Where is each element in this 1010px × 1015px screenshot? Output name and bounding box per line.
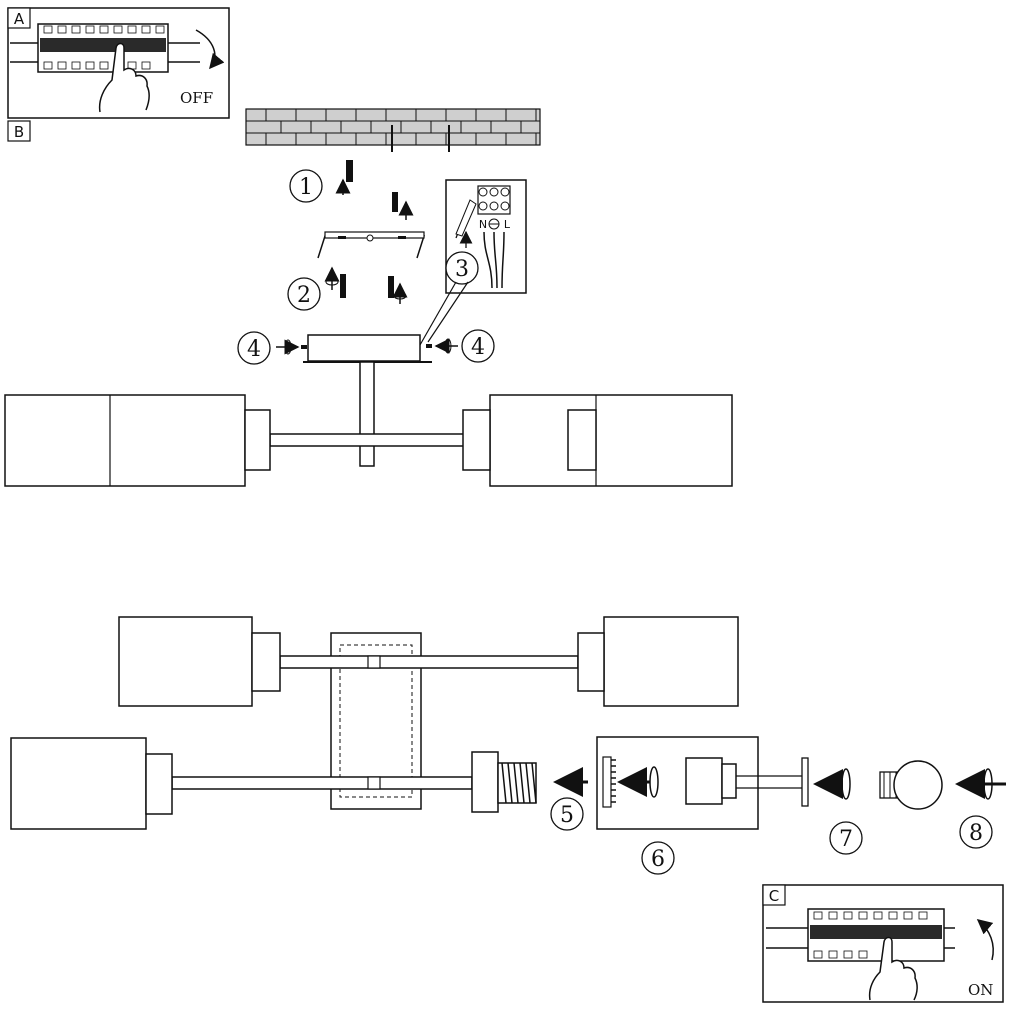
screwdriver-icon — [455, 199, 477, 237]
panel-a-breaker-off: A OFF — [7, 7, 230, 119]
fixture-side-view — [4, 361, 733, 487]
step-4-left-label: 4 — [247, 337, 261, 362]
hand-icon — [868, 936, 918, 1001]
rotate-down-arrow-icon — [195, 29, 225, 70]
panel-c-breaker-on: C ON — [762, 884, 1004, 1003]
panel-b-letter: B — [14, 123, 24, 141]
panel-a-letter: A — [14, 10, 25, 28]
side-screw-left — [301, 345, 307, 349]
rotate-up-arrow-icon — [976, 919, 994, 961]
step-6-label: 6 — [651, 847, 665, 872]
step-4-right-label: 4 — [471, 335, 485, 360]
step-1-label: 1 — [299, 175, 313, 200]
neutral-label: N — [479, 218, 487, 231]
panel-b-mounting: B 1 — [4, 108, 733, 487]
side-screw-right — [426, 344, 432, 348]
off-label: OFF — [180, 89, 213, 107]
socket-assembly — [596, 736, 802, 830]
step-8-label: 8 — [969, 821, 983, 846]
panel-c-letter: C — [769, 887, 779, 905]
step-7-label: 7 — [839, 827, 853, 852]
live-label: L — [504, 218, 511, 231]
canopy — [303, 334, 432, 363]
fixture-top-view — [10, 616, 739, 830]
threaded-nipple — [497, 762, 537, 804]
on-label: ON — [968, 981, 993, 999]
step-2-label: 2 — [297, 283, 311, 308]
step-3-label: 3 — [455, 257, 469, 282]
step-5-label: 5 — [560, 803, 574, 828]
mounting-bracket — [317, 231, 426, 259]
light-bulb-icon — [879, 760, 943, 810]
hand-icon — [98, 42, 150, 113]
breaker-strip-icon — [766, 908, 955, 962]
shade-ring — [801, 757, 809, 807]
screw-icon — [324, 266, 408, 304]
brick-ceiling — [245, 108, 541, 152]
wall-plug-icon — [335, 160, 414, 220]
